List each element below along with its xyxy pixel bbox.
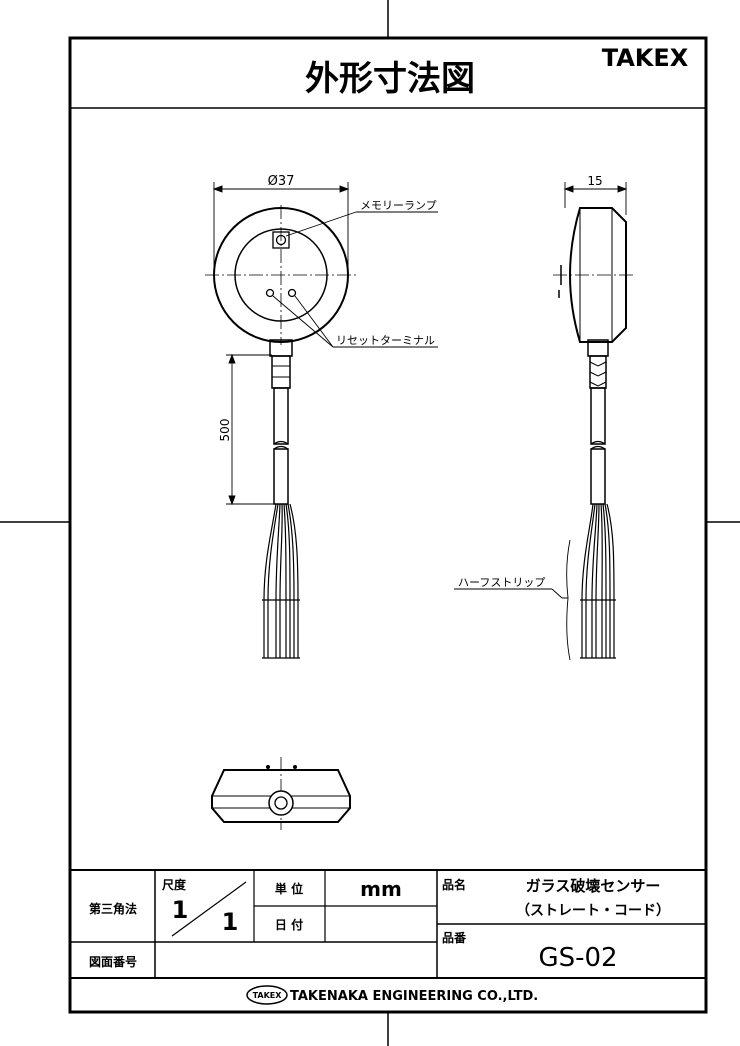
side-lead-wires <box>580 503 616 659</box>
scale-label: 尺度 <box>162 877 187 892</box>
side-cable-upper <box>590 387 606 445</box>
cable-upper <box>273 387 289 445</box>
bottom-body-outline <box>211 769 351 823</box>
product-name-line2: （ストレート・コード） <box>516 903 670 919</box>
bottom-cable-exit-inner <box>274 796 288 810</box>
memory-lamp-housing <box>272 231 290 249</box>
scale-denominator: 1 <box>222 908 239 936</box>
reset-terminal-left <box>265 288 275 298</box>
side-width-dimension <box>563 182 628 215</box>
title-block <box>70 869 706 979</box>
memory-lamp-leader <box>285 211 438 237</box>
drawing-number-label: 図面番号 <box>89 954 137 969</box>
unit-value: mm <box>360 877 402 901</box>
drawing-title: 外形寸法図 <box>305 59 475 99</box>
bottom-cable-exit-outer <box>268 790 294 816</box>
half-strip-callout: ハーフストリップ <box>458 576 545 589</box>
memory-lamp <box>275 234 287 246</box>
front-view: Ø37 500 メモリーランプ リセットターミナル <box>205 174 438 659</box>
side-body-outline <box>569 207 627 343</box>
cable-lower <box>273 448 289 505</box>
brand-logo: TAKEX <box>602 44 689 72</box>
unit-label: 単 位 <box>275 881 303 896</box>
cable-break <box>273 440 289 450</box>
company-name: TAKENAKA ENGINEERING CO.,LTD. <box>290 989 538 1004</box>
side-view: 15 ハーフストリップ <box>454 174 633 661</box>
part-number-label: 品番 <box>442 930 467 945</box>
part-number: GS-02 <box>538 943 617 973</box>
reset-terminal-right <box>287 288 297 298</box>
front-view-centerlines <box>205 205 358 345</box>
scale-slash <box>171 881 247 937</box>
sheet-border <box>68 36 708 1014</box>
half-strip-bracket <box>562 539 571 661</box>
cable-length-label: 500 <box>218 419 232 442</box>
scale-numerator: 1 <box>172 896 189 924</box>
memory-lamp-callout: メモリーランプ <box>360 199 437 212</box>
company-logo-mark <box>246 985 288 1005</box>
date-label: 日 付 <box>275 917 303 932</box>
cable-bushing <box>271 355 291 389</box>
product-name-label: 品名 <box>442 877 466 892</box>
sensor-inner-face <box>234 228 328 322</box>
lead-wires <box>262 503 300 659</box>
projection-method: 第三角法 <box>89 901 137 916</box>
product-name-line1: ガラス破壊センサー <box>526 877 661 895</box>
company-logo-text: TAKEX <box>253 991 283 1000</box>
side-cable-lower <box>590 448 606 505</box>
diameter-dimension <box>212 182 350 275</box>
reset-terminal-callout: リセットターミナル <box>336 334 435 347</box>
cable-length-dimension <box>226 353 274 506</box>
side-width-label: 15 <box>587 174 602 188</box>
reset-terminal-leader <box>272 295 438 348</box>
bottom-view <box>211 757 351 830</box>
diameter-label: Ø37 <box>268 174 295 189</box>
